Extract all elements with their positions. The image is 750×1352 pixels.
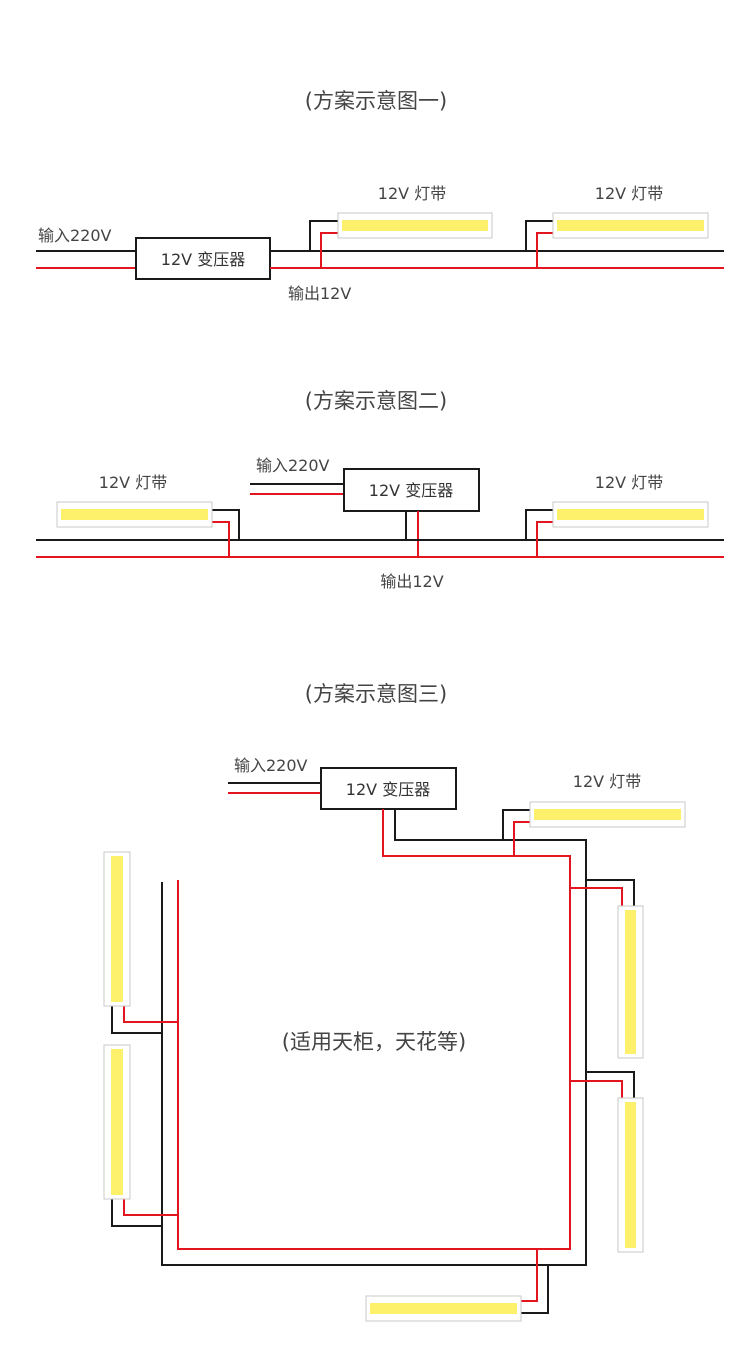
scheme1-transformer-label: 12V 变压器 xyxy=(161,250,245,269)
scheme3-led-strip-bottom-light xyxy=(370,1303,517,1314)
scheme3-led-strip-right-2-light xyxy=(625,1102,636,1248)
scheme3-led-strip-left-2-light xyxy=(111,1049,123,1195)
scheme3-left-strip1-black-lead xyxy=(111,1006,162,1034)
scheme3-bottom-strip-black-lead xyxy=(521,1265,549,1314)
scheme1-strip1-label: 12V 灯带 xyxy=(378,184,446,203)
scheme3-right-strip2-red-lead xyxy=(570,1080,623,1098)
scheme2: (方案示意图二) 输入220V 12V 变压器 输出12V 12V 灯带 12V… xyxy=(36,389,724,591)
scheme1-input-label: 输入220V xyxy=(38,226,112,245)
scheme1-output-label: 输出12V xyxy=(288,284,351,303)
scheme2-led-strip-2-light xyxy=(557,509,704,520)
scheme2-led-strip-1-light xyxy=(61,509,208,520)
scheme3-top-strip-black-lead xyxy=(502,809,530,840)
scheme3-led-strip-right-1-light xyxy=(625,910,636,1054)
scheme3-top-strip-red-lead xyxy=(513,821,530,856)
scheme2-strip2-label: 12V 灯带 xyxy=(595,473,663,492)
scheme3-red-loop xyxy=(177,809,571,1250)
scheme2-transformer-box xyxy=(343,468,480,512)
scheme1-title: (方案示意图一) xyxy=(305,89,447,113)
scheme3-strip-label: 12V 灯带 xyxy=(573,772,641,791)
scheme1-strip1-black-lead xyxy=(309,220,338,251)
scheme3-left-strip1-red-lead xyxy=(123,1006,178,1023)
scheme3-left-strip2-red-lead xyxy=(123,1199,178,1216)
scheme2-transformer-label: 12V 变压器 xyxy=(369,481,453,500)
scheme1-strip2-label: 12V 灯带 xyxy=(595,184,663,203)
scheme3-black-loop xyxy=(161,809,587,1266)
scheme3: (方案示意图三) 输入220V 12V 变压器 (适用天柜，天花等) 12V 灯… xyxy=(103,682,686,1322)
scheme1-led-strip-1-light xyxy=(342,220,488,231)
scheme3-bottom-strip-red-lead xyxy=(521,1249,538,1302)
scheme1-strip1-red-lead xyxy=(320,232,338,268)
scheme3-center-note: (适用天柜，天花等) xyxy=(282,1030,466,1054)
scheme2-strip1-black-lead xyxy=(212,509,240,540)
scheme3-input-label: 输入220V xyxy=(234,756,308,775)
scheme3-led-strip-left-1-light xyxy=(111,856,123,1002)
scheme1-strip2-red-lead xyxy=(536,232,553,268)
scheme2-output-label: 输出12V xyxy=(380,572,443,591)
scheme2-strip2-black-lead xyxy=(525,509,553,540)
scheme1-led-strip-2-light xyxy=(557,220,704,231)
scheme2-input-label: 输入220V xyxy=(256,456,330,475)
scheme2-title: (方案示意图二) xyxy=(305,389,447,413)
scheme1-transformer-box xyxy=(135,237,271,280)
scheme2-strip1-red-lead xyxy=(212,521,230,557)
scheme3-left-strip2-black-lead xyxy=(111,1199,162,1227)
scheme1: (方案示意图一) 输入220V 12V 变压器 输出12V 12V 灯带 12V… xyxy=(36,89,724,303)
scheme3-transformer-label: 12V 变压器 xyxy=(346,780,430,799)
scheme3-transformer-box xyxy=(320,767,457,810)
scheme3-right-strip2-black-lead xyxy=(586,1071,635,1098)
scheme2-strip2-red-lead xyxy=(536,521,553,557)
scheme3-right-strip1-red-lead xyxy=(570,887,623,906)
scheme3-right-strip1-black-lead xyxy=(586,879,635,906)
scheme1-strip2-black-lead xyxy=(525,220,553,251)
scheme2-strip1-label: 12V 灯带 xyxy=(99,473,167,492)
scheme3-led-strip-top-light xyxy=(534,809,681,820)
scheme3-title: (方案示意图三) xyxy=(305,682,447,706)
